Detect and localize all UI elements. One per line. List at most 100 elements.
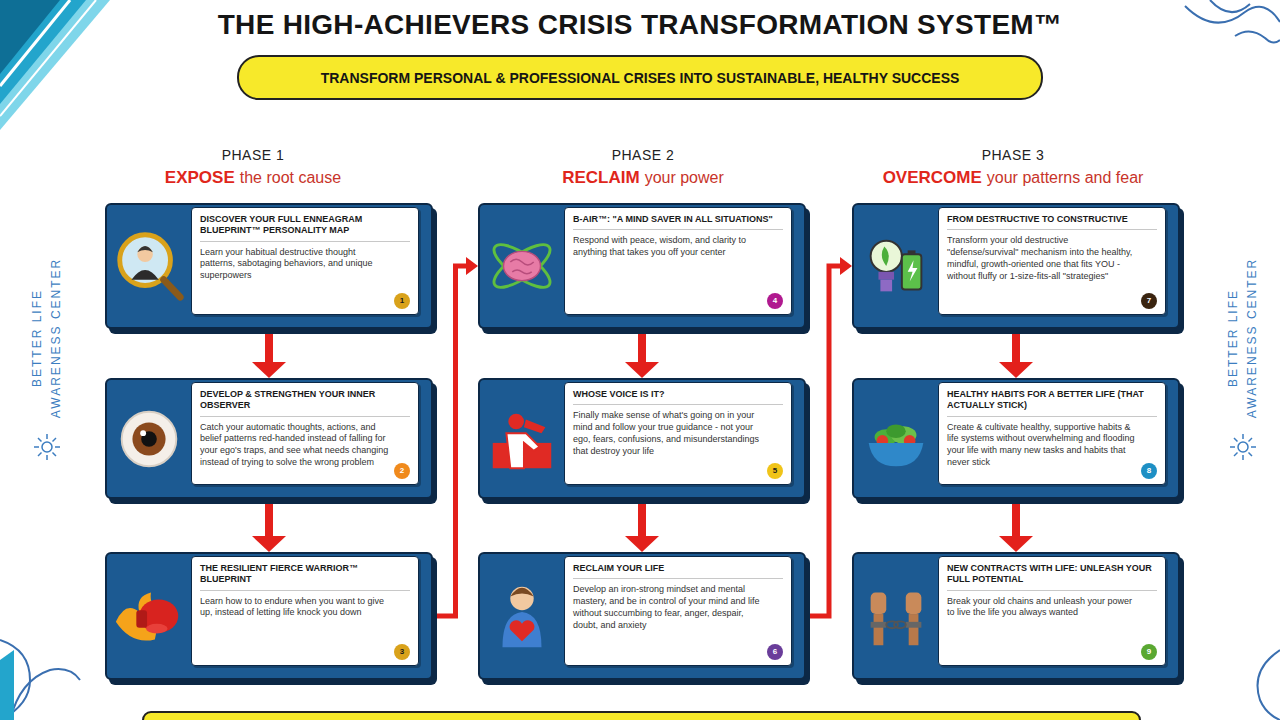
shape-path <box>1258 650 1280 720</box>
phase-heading: PHASE 2 <box>433 146 853 164</box>
phase-keyword: EXPOSE <box>165 168 235 187</box>
shape-path <box>1210 0 1250 12</box>
card-panel: B-AIR™: "A MIND SAVER IN ALL SITUATIONS"… <box>564 207 792 315</box>
card-body: Create & cultivate healthy, supportive h… <box>947 422 1139 480</box>
card-panel: HEALTHY HABITS FOR A BETTER LIFE (THAT A… <box>938 382 1166 485</box>
phase-label: PHASE 2 <box>612 147 675 163</box>
card-panel: FROM DESTRUCTIVE TO CONSTRUCTIVETransfor… <box>938 207 1166 315</box>
card-heading: WHOSE VOICE IS IT? <box>573 389 783 405</box>
card-panel: DISCOVER YOUR FULL ENNEAGRAM BLUEPRINT™ … <box>191 207 419 315</box>
shape-polygon <box>0 0 60 74</box>
card-icon <box>857 399 935 479</box>
card-panel: NEW CONTRACTS WITH LIFE: UNLEASH YOUR FU… <box>938 556 1166 666</box>
card-panel: DEVELOP & STRENGTHEN YOUR INNER OBSERVER… <box>191 382 419 485</box>
process-card: WHOSE VOICE IS IT? Finally make sense of … <box>478 378 806 499</box>
callout-number: 5 <box>767 463 783 479</box>
side-watermark: BETTER LIFE AWARENESS CENTER <box>1224 253 1262 423</box>
card-body: Learn how to to endure when you want to … <box>200 596 392 661</box>
card-heading: NEW CONTRACTS WITH LIFE: UNLEASH YOUR FU… <box>947 563 1157 591</box>
sun-icon <box>1230 434 1256 460</box>
phase-heading: OVERCOME your patterns and fear <box>803 168 1223 188</box>
card-icon <box>483 576 561 656</box>
process-card: HEALTHY HABITS FOR A BETTER LIFE (THAT A… <box>852 378 1180 499</box>
phase-tagline: your power <box>645 169 724 186</box>
shape-path <box>0 640 30 720</box>
callout-number: 7 <box>1141 293 1157 309</box>
callout-number: 2 <box>394 463 410 479</box>
subtitle-banner: TRANSFORM PERSONAL & PROFESSIONAL CRISES… <box>237 55 1043 100</box>
flow-arrow <box>1012 502 1020 538</box>
card-heading: DEVELOP & STRENGTHEN YOUR INNER OBSERVER <box>200 389 410 417</box>
card-heading: HEALTHY HABITS FOR A BETTER LIFE (THAT A… <box>947 389 1157 417</box>
sun-icon <box>34 434 60 460</box>
process-card: DISCOVER YOUR FULL ENNEAGRAM BLUEPRINT™ … <box>105 203 433 329</box>
icon-art <box>493 413 552 468</box>
shape-path <box>10 669 80 720</box>
phase-label: PHASE 3 <box>982 147 1045 163</box>
flow-arrow <box>638 502 646 538</box>
card-body: Finally make sense of what's going on in… <box>573 410 765 479</box>
flow-arrow <box>806 266 842 616</box>
phase-heading: PHASE 1 <box>43 146 463 164</box>
flow-arrow <box>265 332 273 364</box>
card-body: Learn your habitual destructive thought … <box>200 247 392 310</box>
process-card: THE RESILIENT FIERCE WARRIOR™ BLUEPRINT L… <box>105 552 433 680</box>
callout-number: 9 <box>1141 644 1157 660</box>
icon-art <box>871 593 922 646</box>
card-heading: DISCOVER YOUR FULL ENNEAGRAM BLUEPRINT™ … <box>200 214 410 242</box>
flow-arrow <box>265 502 273 538</box>
shape-path <box>1235 31 1280 42</box>
footer-banner <box>143 712 1140 720</box>
phase-keyword: RECLAIM <box>562 168 639 187</box>
card-heading: B-AIR™: "A MIND SAVER IN ALL SITUATIONS" <box>573 214 783 230</box>
card-icon <box>857 576 935 656</box>
card-heading: THE RESILIENT FIERCE WARRIOR™ BLUEPRINT <box>200 563 410 591</box>
phase-heading: EXPOSE the root cause <box>43 168 463 188</box>
banner-text: TRANSFORM PERSONAL & PROFESSIONAL CRISES… <box>321 70 960 86</box>
icon-art <box>488 237 556 294</box>
callout-number: 4 <box>767 293 783 309</box>
card-panel: THE RESILIENT FIERCE WARRIOR™ BLUEPRINT L… <box>191 556 419 666</box>
icon-art <box>871 241 922 292</box>
shape-path <box>1185 6 1280 23</box>
icon-art <box>869 424 924 466</box>
phase-keyword: OVERCOME <box>883 168 982 187</box>
icon-art <box>122 411 177 466</box>
card-icon <box>110 226 188 306</box>
process-card: DEVELOP & STRENGTHEN YOUR INNER OBSERVER… <box>105 378 433 499</box>
icon-art <box>116 593 178 641</box>
side-watermark: BETTER LIFE AWARENESS CENTER <box>28 253 66 423</box>
callout-number: 6 <box>767 644 783 660</box>
phase-heading: RECLAIM your power <box>433 168 853 188</box>
shape-polygon <box>0 0 110 130</box>
corner-stripes <box>0 0 110 130</box>
process-card: FROM DESTRUCTIVE TO CONSTRUCTIVETransfor… <box>852 203 1180 329</box>
phase-heading: PHASE 3 <box>803 146 1223 164</box>
card-icon <box>110 399 188 479</box>
flow-arrow <box>1012 332 1020 364</box>
process-card: NEW CONTRACTS WITH LIFE: UNLEASH YOUR FU… <box>852 552 1180 680</box>
callout-number: 3 <box>394 644 410 660</box>
flow-arrow <box>638 332 646 364</box>
phase-label: PHASE 1 <box>222 147 285 163</box>
process-card: RECLAIM YOUR LIFE Develop an iron-strong … <box>478 552 806 680</box>
callout-number: 8 <box>1141 463 1157 479</box>
card-icon <box>483 226 561 306</box>
diagram-title: THE HIGH-ACHIEVERS CRISIS TRANSFORMATION… <box>0 9 1280 41</box>
card-icon <box>857 226 935 306</box>
card-heading: RECLAIM YOUR LIFE <box>573 563 783 579</box>
icon-art <box>503 587 542 647</box>
card-body: Catch your automatic thoughts, actions, … <box>200 422 392 480</box>
card-icon <box>110 576 188 656</box>
card-body: Respond with peace, wisdom, and clarity … <box>573 235 765 309</box>
phase-tagline: your patterns and fear <box>987 169 1144 186</box>
phase-tagline: the root cause <box>240 169 341 186</box>
process-card: B-AIR™: "A MIND SAVER IN ALL SITUATIONS"… <box>478 203 806 329</box>
card-icon <box>483 399 561 479</box>
card-body: Break your old chains and unleash your p… <box>947 596 1139 661</box>
card-body: Develop an iron-strong mindset and menta… <box>573 584 765 660</box>
card-panel: RECLAIM YOUR LIFE Develop an iron-strong … <box>564 556 792 666</box>
edge-stripe <box>0 650 14 720</box>
